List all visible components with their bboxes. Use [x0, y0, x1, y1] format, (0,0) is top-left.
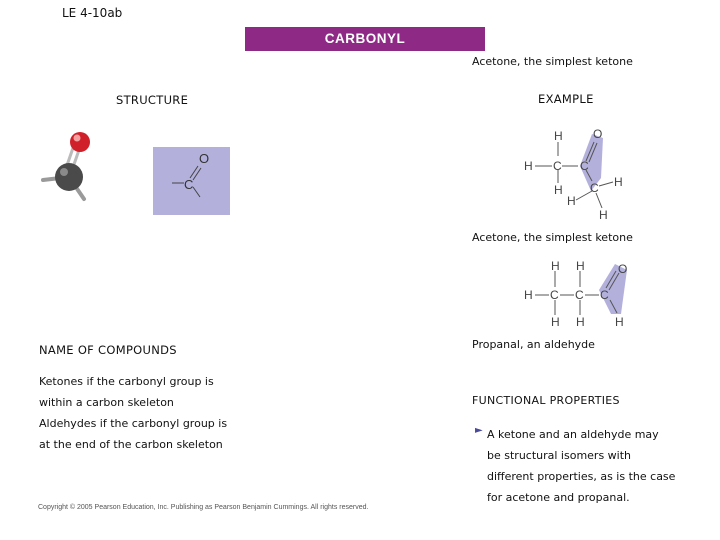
- svg-text:C: C: [580, 159, 589, 173]
- svg-text:O: O: [593, 127, 602, 141]
- banner-title: CARBONYL: [245, 27, 485, 51]
- copyright: Copyright © 2005 Pearson Education, Inc.…: [38, 504, 369, 511]
- svg-text:O: O: [618, 262, 627, 276]
- svg-text:H: H: [599, 208, 608, 222]
- slide-label: LE 4-10ab: [62, 6, 123, 20]
- acetone-formula: H H C C H O C H H H: [524, 127, 623, 222]
- svg-text:C: C: [550, 288, 559, 302]
- propanal-caption: Propanal, an aldehyde: [472, 338, 595, 351]
- svg-text:C: C: [590, 181, 599, 195]
- propanal-formula: H H H C C C O H H H: [524, 259, 627, 329]
- bullet-arrow-icon: ►: [475, 425, 483, 436]
- example1-caption: Acetone, the simplest ketone: [472, 55, 633, 68]
- svg-text:C: C: [184, 177, 193, 192]
- svg-text:H: H: [551, 315, 560, 329]
- aldehydes-text: Aldehydes if the carbonyl group is at th…: [39, 417, 228, 451]
- carbonyl-structural-formula: C O: [153, 147, 230, 215]
- svg-text:H: H: [576, 315, 585, 329]
- structure-heading: STRUCTURE: [116, 93, 189, 107]
- example2-caption: Acetone, the simplest ketone: [472, 231, 633, 244]
- svg-text:H: H: [551, 259, 560, 273]
- svg-text:H: H: [615, 315, 624, 329]
- svg-text:C: C: [575, 288, 584, 302]
- svg-text:C: C: [600, 288, 609, 302]
- svg-text:H: H: [576, 259, 585, 273]
- svg-text:H: H: [567, 194, 576, 208]
- functional-text: A ketone and an aldehyde may be structur…: [487, 428, 676, 504]
- svg-text:H: H: [554, 129, 563, 143]
- functional-heading: FUNCTIONAL PROPERTIES: [472, 394, 620, 407]
- ketones-text: Ketones if the carbonyl group is within …: [39, 375, 214, 409]
- svg-text:H: H: [524, 159, 533, 173]
- svg-text:H: H: [614, 175, 623, 189]
- svg-text:O: O: [199, 151, 209, 166]
- svg-text:H: H: [524, 288, 533, 302]
- svg-text:H: H: [554, 183, 563, 197]
- svg-text:C: C: [553, 159, 562, 173]
- carbonyl-ball-stick-model: [41, 132, 90, 201]
- name-heading: NAME OF COMPOUNDS: [39, 343, 177, 357]
- example-heading: EXAMPLE: [538, 92, 594, 106]
